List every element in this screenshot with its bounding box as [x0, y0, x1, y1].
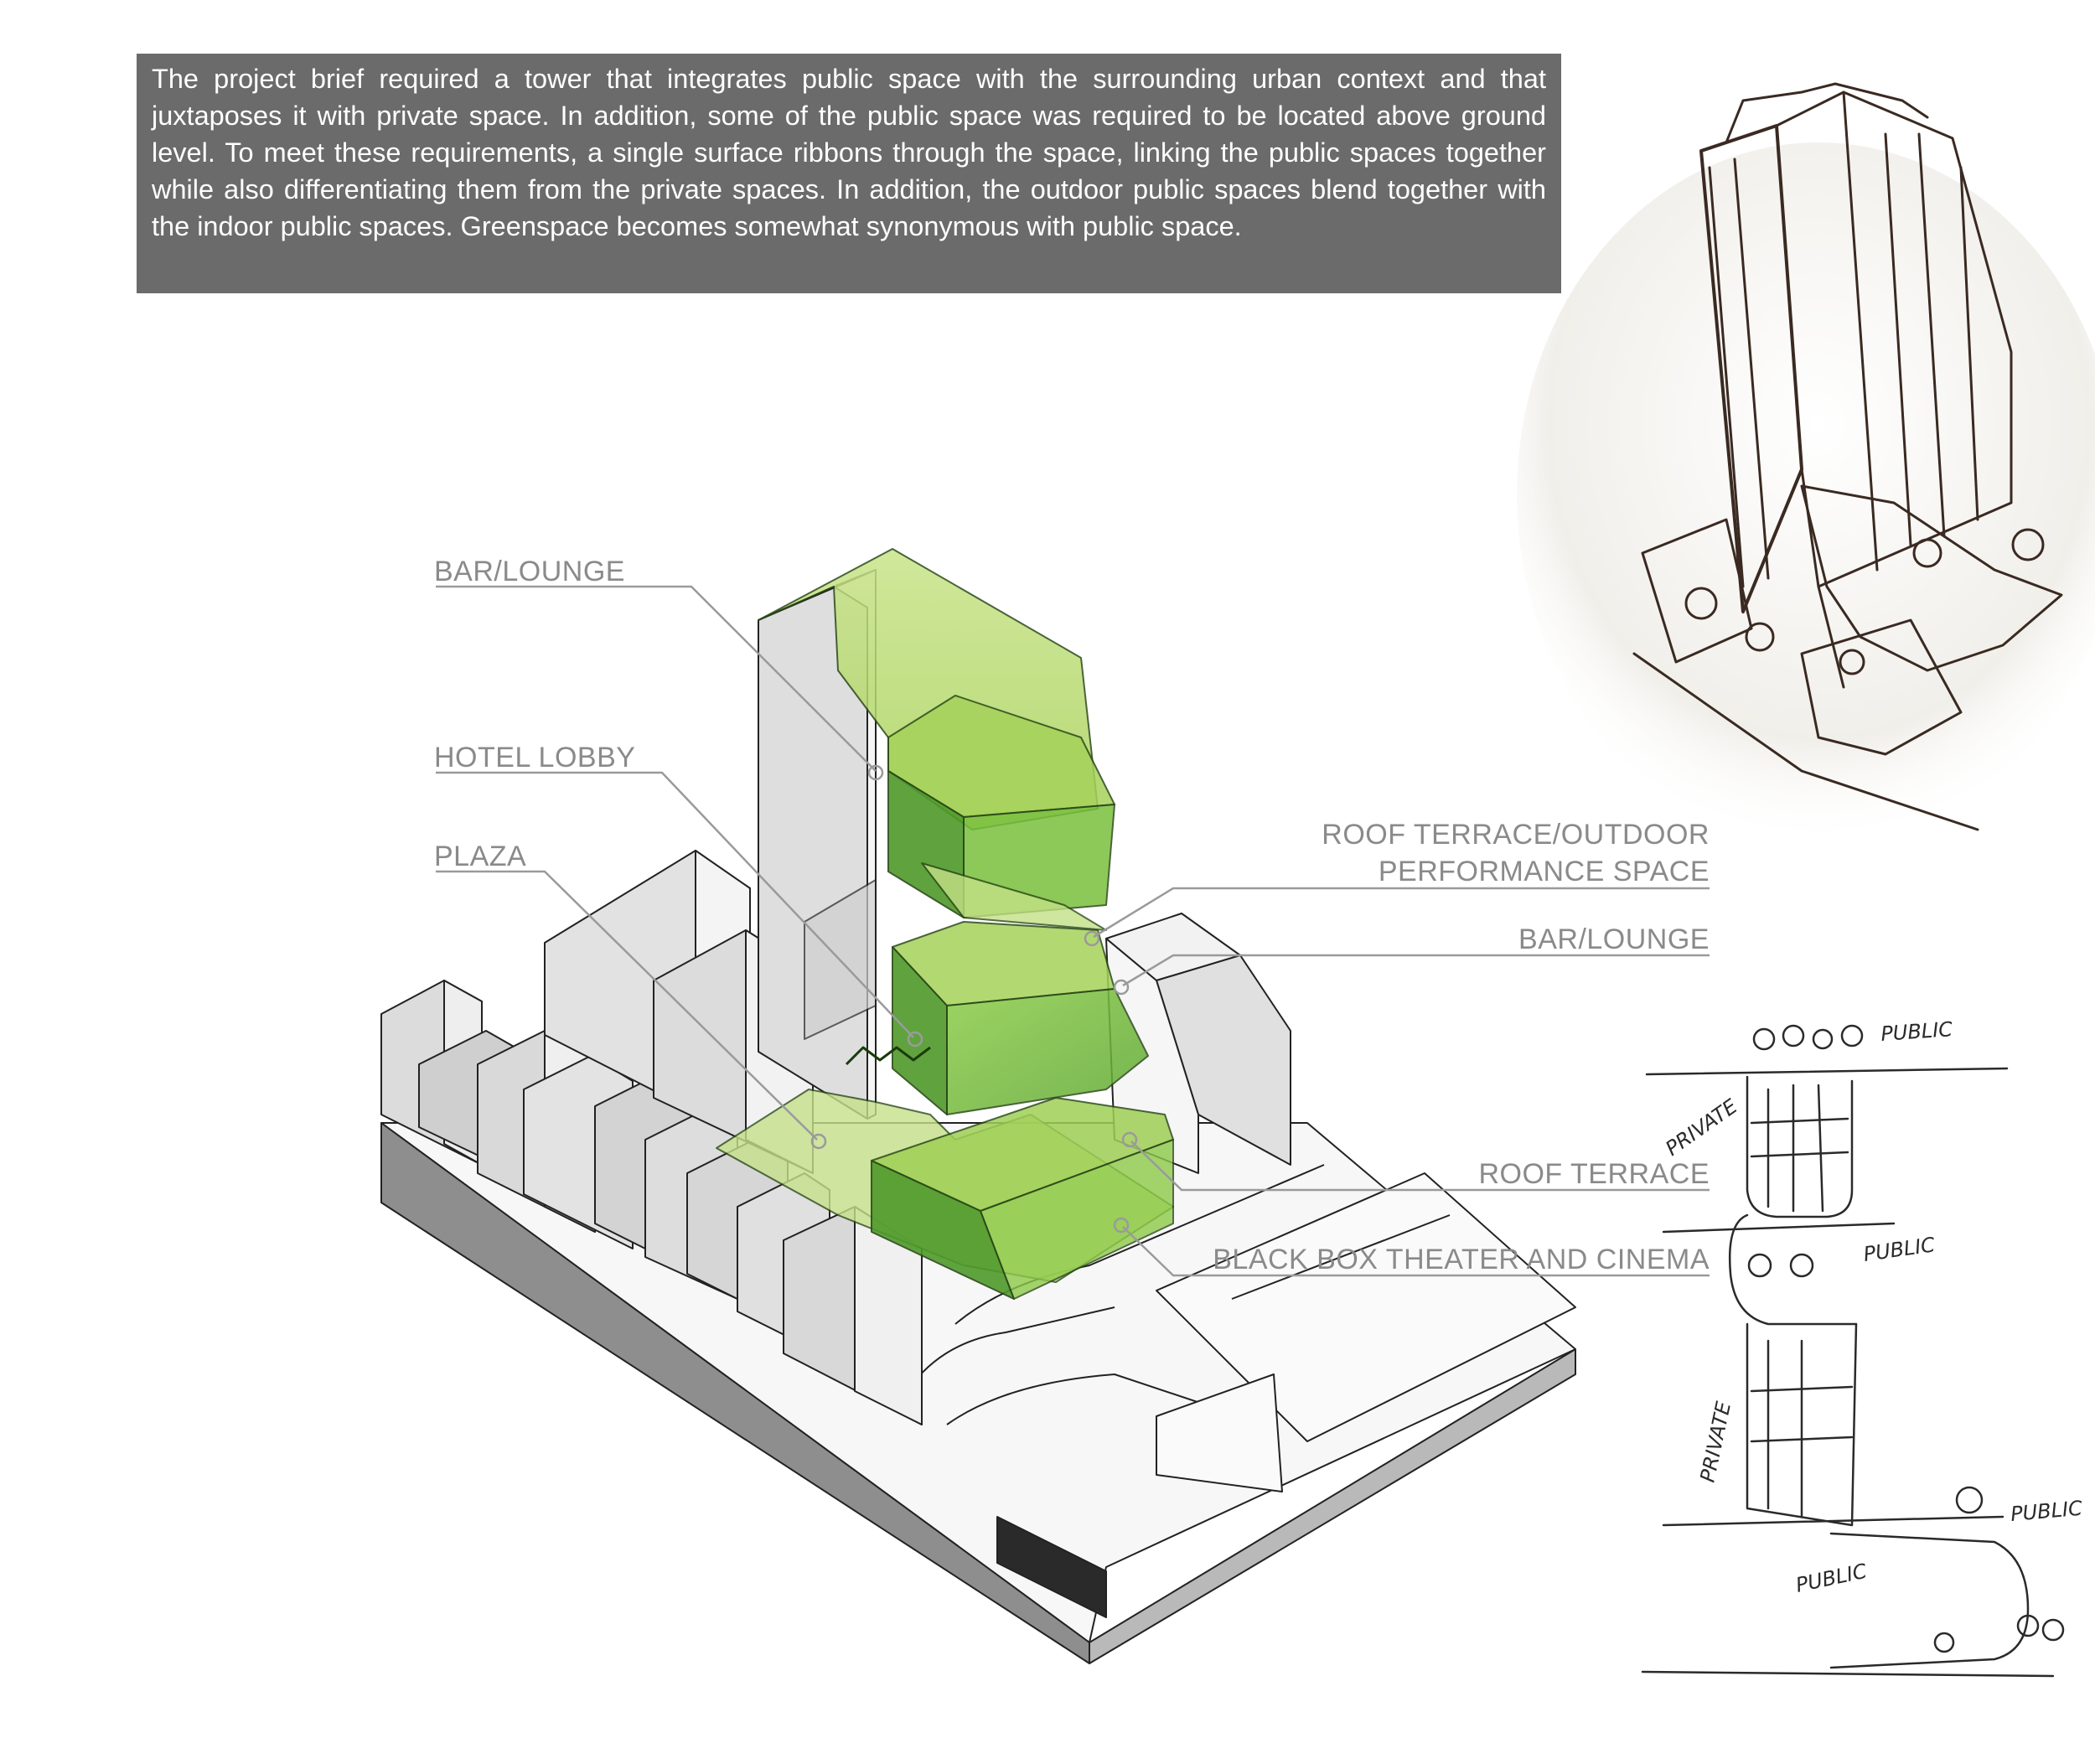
label-bar-lounge-right: BAR/LOUNGE	[1518, 923, 1710, 955]
sketch-word-private-1: PRIVATE	[1661, 1094, 1742, 1161]
sketch-word-public-2: PUBLIC	[1862, 1233, 1937, 1266]
label-roof-terrace-outdoor-line2: PERFORMANCE SPACE	[1379, 856, 1710, 887]
label-roof-terrace: ROOF TERRACE	[1478, 1158, 1710, 1190]
sketch-tower-perspective	[1517, 84, 2095, 846]
label-roof-terrace-outdoor-line1: ROOF TERRACE/OUTDOOR	[1322, 819, 1710, 851]
label-plaza: PLAZA	[434, 841, 526, 872]
sketch-word-public-1: PUBLIC	[1880, 1017, 1953, 1046]
sketch-word-private-2: PRIVATE	[1695, 1399, 1735, 1484]
sketch-word-public-3: PUBLIC	[2010, 1497, 2083, 1526]
label-black-box-theater: BLACK BOX THEATER AND CINEMA	[1213, 1244, 1710, 1275]
label-bar-lounge-top: BAR/LOUNGE	[434, 556, 625, 587]
sketch-section-words: PUBLIC PRIVATE PUBLIC PRIVATE PUBLIC PUB…	[1661, 1017, 2083, 1597]
sketch-word-public-4: PUBLIC	[1793, 1560, 1869, 1597]
label-hotel-lobby: HOTEL LOBBY	[434, 742, 635, 773]
